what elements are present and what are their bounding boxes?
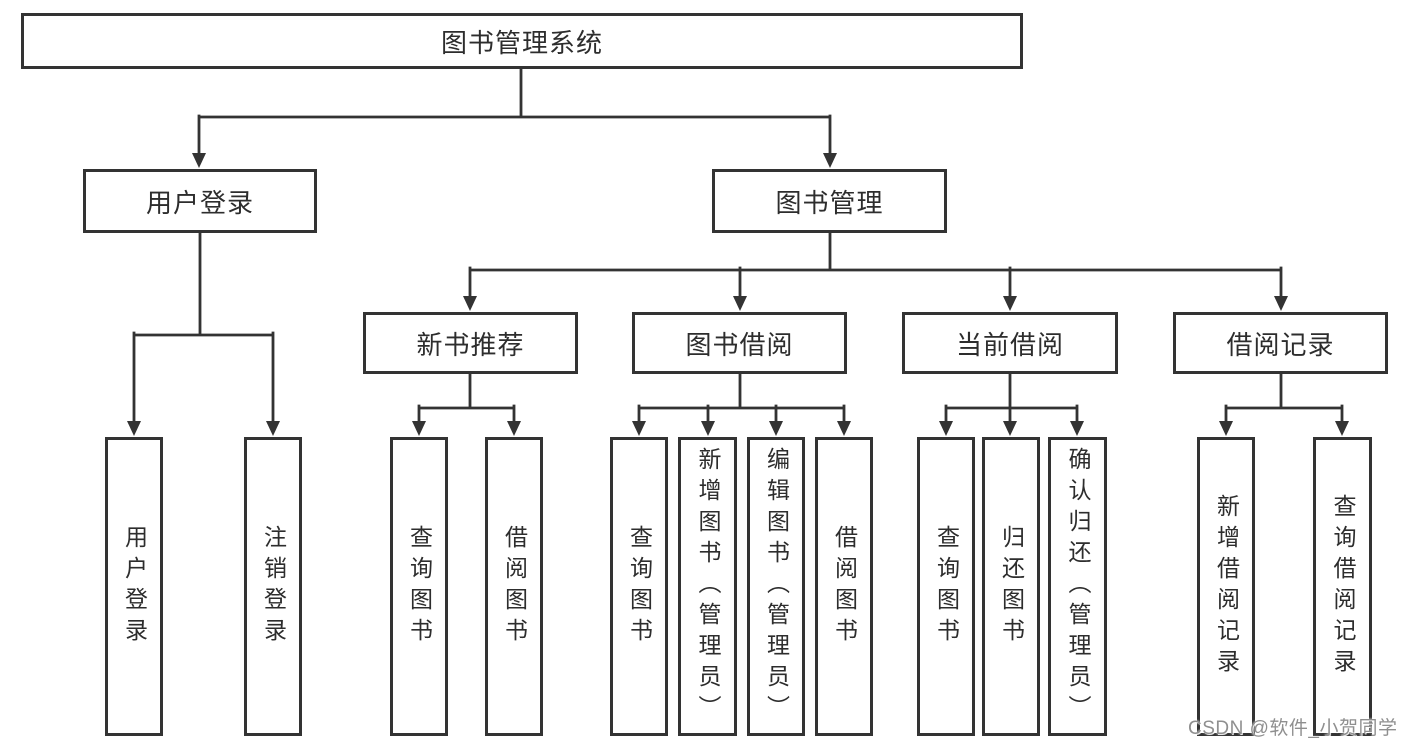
- arrowhead-icon: [412, 421, 426, 436]
- leaf-add-borrow-record-label: 新增借阅记录: [1213, 493, 1240, 680]
- leaf-logout-label: 注销登录: [260, 524, 287, 649]
- arrowheads: [127, 153, 1349, 436]
- node-new-book-recommendation: 新书推荐: [363, 312, 578, 374]
- leaf-confirm-return-admin: 确认归还（管理员）: [1048, 437, 1107, 736]
- arrowhead-icon: [127, 421, 141, 436]
- leaf-confirm-return-admin-label: 确认归还（管理员）: [1065, 447, 1091, 726]
- leaf-user-login: 用户登录: [105, 437, 163, 736]
- leaf-query-books-borrow: 查询图书: [610, 437, 668, 736]
- leaf-borrow-books-recommend-label: 借阅图书: [501, 524, 528, 649]
- node-user-login: 用户登录: [83, 169, 317, 233]
- leaf-add-borrow-record: 新增借阅记录: [1197, 437, 1255, 736]
- leaf-return-book: 归还图书: [982, 437, 1040, 736]
- node-book-borrowing: 图书借阅: [632, 312, 847, 374]
- arrowhead-icon: [939, 421, 953, 436]
- csdn-watermark: CSDN @软件_小贺同学: [1188, 718, 1398, 739]
- node-book-management-system-label: 图书管理系统: [440, 27, 603, 58]
- leaf-borrow-books-label: 借阅图书: [831, 524, 858, 649]
- leaf-query-books-recommend-label: 查询图书: [406, 524, 433, 649]
- leaf-edit-book-admin: 编辑图书（管理员）: [747, 437, 805, 736]
- node-current-borrowing: 当前借阅: [902, 312, 1118, 374]
- connector-book-management-split: [468, 231, 1283, 300]
- arrowhead-icon: [1070, 421, 1084, 436]
- leaf-add-book-admin: 新增图书（管理员）: [678, 437, 737, 736]
- leaf-borrow-books: 借阅图书: [815, 437, 873, 736]
- arrowhead-icon: [1003, 296, 1017, 311]
- leaf-query-books-borrow-label: 查询图书: [626, 524, 653, 649]
- arrowhead-icon: [823, 153, 837, 168]
- node-book-management: 图书管理: [712, 169, 947, 233]
- arrowhead-icon: [769, 421, 783, 436]
- node-borrowing-records: 借阅记录: [1173, 312, 1388, 374]
- arrowhead-icon: [701, 421, 715, 436]
- arrowhead-icon: [1335, 421, 1349, 436]
- arrowhead-icon: [192, 153, 206, 168]
- leaf-return-book-label: 归还图书: [998, 524, 1025, 649]
- arrowhead-icon: [632, 421, 646, 436]
- connector-user-login-split: [132, 231, 275, 425]
- leaf-query-borrow-record-label: 查询借阅记录: [1330, 493, 1356, 680]
- node-current-borrowing-label: 当前借阅: [955, 329, 1064, 360]
- node-book-management-system: 图书管理系统: [21, 13, 1023, 69]
- arrowhead-icon: [1003, 421, 1017, 436]
- arrowhead-icon: [1219, 421, 1233, 436]
- arrowhead-icon: [837, 421, 851, 436]
- leaf-query-books-current-label: 查询图书: [933, 524, 960, 649]
- arrowhead-icon: [1274, 296, 1288, 311]
- leaf-user-login-label: 用户登录: [121, 524, 148, 649]
- leaf-query-books-recommend: 查询图书: [390, 437, 448, 736]
- arrowhead-icon: [463, 296, 477, 311]
- leaf-borrow-books-recommend: 借阅图书: [485, 437, 543, 736]
- node-book-management-label: 图书管理: [775, 187, 884, 218]
- arrowhead-icon: [266, 421, 280, 436]
- node-borrowing-records-label: 借阅记录: [1226, 329, 1335, 360]
- leaf-logout: 注销登录: [244, 437, 302, 736]
- node-user-login-label: 用户登录: [145, 187, 254, 218]
- leaf-query-borrow-record: 查询借阅记录: [1313, 437, 1372, 736]
- leaf-add-book-admin-label: 新增图书（管理员）: [695, 447, 721, 726]
- connector-group-splits: [417, 372, 1344, 425]
- connector-root-split: [197, 67, 832, 157]
- arrowhead-icon: [507, 421, 521, 436]
- node-book-borrowing-label: 图书借阅: [685, 329, 794, 360]
- arrowhead-icon: [733, 296, 747, 311]
- node-new-book-recommendation-label: 新书推荐: [416, 329, 525, 360]
- leaf-edit-book-admin-label: 编辑图书（管理员）: [763, 447, 790, 726]
- leaf-query-books-current: 查询图书: [917, 437, 975, 736]
